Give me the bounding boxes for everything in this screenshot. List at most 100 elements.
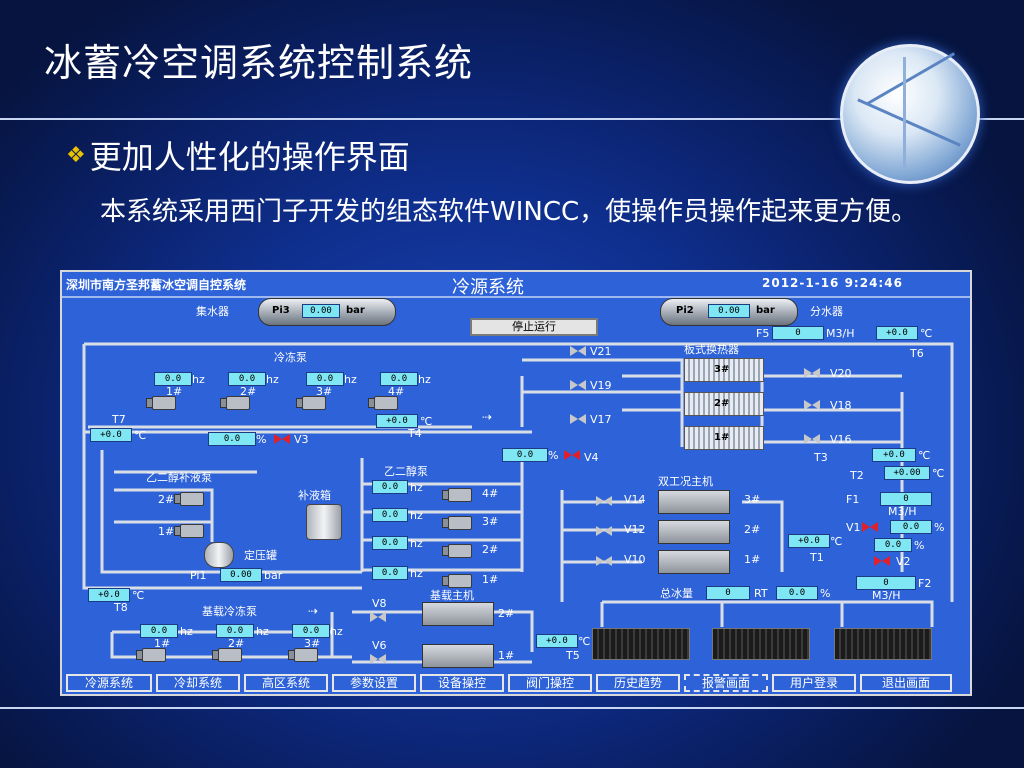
plate-hx-3[interactable] (684, 358, 764, 382)
chilled-pump-3-id: 3# (316, 385, 333, 398)
plate-hx-1-id: 1# (714, 432, 730, 443)
nav-cold-source[interactable]: 冷源系统 (66, 674, 152, 692)
slide-title: 冰蓄冷空调系统控制系统 (44, 41, 474, 85)
base-pump-3[interactable] (288, 646, 322, 662)
chilled-pump-4[interactable] (368, 394, 402, 410)
t1-tag: T1 (810, 551, 824, 564)
t1-unit: ℃ (830, 535, 843, 548)
valve-v10[interactable] (596, 554, 612, 566)
base-pump-1[interactable] (136, 646, 170, 662)
valve-v1[interactable] (862, 520, 878, 532)
f5-tag: F5 (756, 327, 770, 340)
v2-value: 0.0 (874, 538, 912, 552)
f5-unit: M3/H (826, 327, 855, 340)
ice-storage-tank-1[interactable] (592, 628, 690, 660)
t6b-value: +0.0 (872, 448, 916, 462)
ice-storage-tank-3[interactable] (834, 628, 932, 660)
valve-v21[interactable] (570, 344, 586, 356)
plate-hx-2[interactable] (684, 392, 764, 416)
nav-user-login[interactable]: 用户登录 (772, 674, 856, 692)
valve-v19[interactable] (570, 378, 586, 390)
chilled-pump-1[interactable] (146, 394, 180, 410)
chilled-pump-3[interactable] (296, 394, 330, 410)
t4-value: +0.0 (376, 414, 418, 428)
nav-history-trend[interactable]: 历史趋势 (596, 674, 680, 692)
plate-hx-1[interactable] (684, 426, 764, 450)
base-chiller-1[interactable] (422, 644, 494, 668)
nav-cooling[interactable]: 冷却系统 (156, 674, 240, 692)
chilled-pump-1-unit: hz (192, 373, 205, 386)
t8-unit: ℃ (132, 589, 145, 602)
v3-value: 0.0 (208, 432, 256, 446)
base-pump-1-id: 1# (154, 637, 171, 650)
company-name: 深圳市南方圣邦蓄冰空调自控系统 (66, 278, 247, 292)
makeup-tank[interactable] (306, 504, 342, 540)
valve-v18[interactable] (804, 398, 820, 410)
dual-chiller-1[interactable] (658, 550, 730, 574)
datetime: 2012-1-16 9:24:46 (762, 276, 903, 290)
v10-tag: V10 (624, 553, 646, 566)
base-pump-2-freq: 0.0 (216, 624, 254, 638)
valve-v4[interactable] (564, 448, 580, 460)
glycol-pump-1[interactable] (442, 572, 476, 588)
v4-unit: % (548, 449, 559, 462)
glycol-pump-1-id: 1# (482, 573, 499, 586)
glycol-pump-4[interactable] (442, 486, 476, 502)
makeup-pump-2[interactable] (174, 490, 208, 506)
nav-valve-control[interactable]: 阀门操控 (508, 674, 592, 692)
valve-v8[interactable] (370, 610, 386, 622)
valve-v3[interactable] (274, 432, 290, 444)
ice-storage-tank-2[interactable] (712, 628, 810, 660)
v3-unit: % (256, 433, 267, 446)
dual-chiller-2[interactable] (658, 520, 730, 544)
pi1-tag: Pi1 (190, 569, 207, 582)
v6-tag: V6 (372, 639, 387, 652)
pressure-tank[interactable] (204, 542, 234, 568)
base-pump-2[interactable] (212, 646, 246, 662)
ice-total-value: 0 (706, 586, 750, 600)
valve-v12[interactable] (596, 524, 612, 536)
valve-v2[interactable] (874, 554, 890, 566)
makeup-pump-1[interactable] (174, 522, 208, 538)
v17-tag: V17 (590, 413, 612, 426)
dual-chiller-3[interactable] (658, 490, 730, 514)
t2-value: +0.00 (884, 466, 930, 480)
stop-button[interactable]: 停止运行 (470, 318, 598, 336)
glycol-pumps-label: 乙二醇泵 (384, 465, 428, 478)
t6b-unit: ℃ (918, 449, 931, 462)
chilled-pump-4-freq: 0.0 (380, 372, 418, 386)
glycol-pump-1-unit: hz (410, 567, 423, 580)
valve-v20[interactable] (804, 366, 820, 378)
nav-exit[interactable]: 退出画面 (860, 674, 952, 692)
t4-tag: T4 (408, 427, 422, 440)
base-chiller-1-id: 1# (498, 649, 515, 662)
t4-unit: ℃ (420, 415, 433, 428)
bullet-heading: ❖ 更加人性化的操作界面 (66, 132, 410, 178)
glycol-pump-2[interactable] (442, 542, 476, 558)
makeup-pump-2-id: 2# (158, 493, 175, 506)
bullet-text: 更加人性化的操作界面 (89, 138, 410, 176)
glycol-pump-3[interactable] (442, 514, 476, 530)
v12-tag: V12 (624, 523, 646, 536)
nav-parameters[interactable]: 参数设置 (332, 674, 416, 692)
ice-percent-value: 0.0 (776, 586, 818, 600)
glycol-pump-3-unit: hz (410, 509, 423, 522)
v18-tag: V18 (830, 399, 852, 412)
v1-unit: % (934, 521, 945, 534)
chilled-pump-3-freq: 0.0 (306, 372, 344, 386)
valve-v16[interactable] (804, 432, 820, 444)
nav-high-zone[interactable]: 高区系统 (244, 674, 328, 692)
glycol-pump-3-freq: 0.0 (372, 508, 408, 522)
valve-v6[interactable] (370, 652, 386, 664)
nav-device-control[interactable]: 设备操控 (420, 674, 504, 692)
v20-tag: V20 (830, 367, 852, 380)
chilled-pump-2[interactable] (220, 394, 254, 410)
top-divider (0, 118, 1024, 120)
nav-alarm[interactable]: 报警画面 (684, 674, 768, 692)
base-chiller-2[interactable] (422, 602, 494, 626)
chilled-pump-4-unit: hz (418, 373, 431, 386)
flow-arrow-right-icon: ⇢ (308, 604, 319, 618)
valve-v17[interactable] (570, 412, 586, 424)
scada-screen: 深圳市南方圣邦蓄冰空调自控系统 冷源系统 2012-1-16 9:24:46 (60, 270, 972, 696)
valve-v14[interactable] (596, 494, 612, 506)
